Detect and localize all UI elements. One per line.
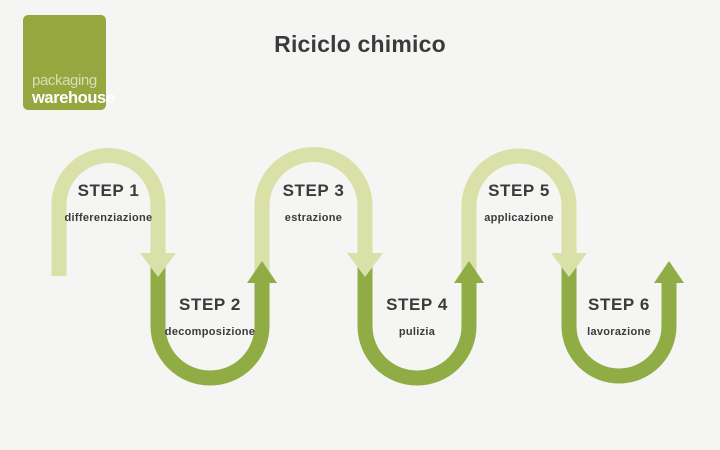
step-4-label: STEP 4 pulizia <box>386 295 448 338</box>
step-1-sublabel: differenziazione <box>64 212 153 224</box>
step-2-sublabel: decomposizione <box>164 326 256 338</box>
step-1-label: STEP 1 differenziazione <box>65 181 153 224</box>
logo: packaging warehouse <box>23 15 115 110</box>
step-6-title: STEP 6 <box>588 295 650 314</box>
step-5-down-arrow-icon <box>551 253 587 277</box>
step-4-segment <box>357 253 484 386</box>
step-5-label: STEP 5 applicazione <box>484 181 554 224</box>
step-2-up-arrow-icon <box>247 261 277 283</box>
step-6-segment <box>561 253 684 384</box>
step-4-curve <box>357 253 477 386</box>
step-3-label: STEP 3 estrazione <box>283 181 345 224</box>
step-6-curve <box>561 253 677 384</box>
step-1-title: STEP 1 <box>77 181 140 200</box>
step-3-down-arrow-icon <box>347 253 383 277</box>
step-1-curve <box>51 148 166 276</box>
logo-line-warehouse: warehouse <box>32 88 115 107</box>
step-4-up-arrow-icon <box>454 261 484 283</box>
step-4-sublabel: pulizia <box>398 326 436 338</box>
step-2-title: STEP 2 <box>179 295 241 314</box>
logo-line-packaging: packaging <box>32 71 97 89</box>
step-4-title: STEP 4 <box>386 295 448 314</box>
step-3-segment <box>254 147 383 277</box>
step-1-segment <box>51 148 176 277</box>
page-title: Riciclo chimico <box>274 31 446 57</box>
step-5-segment <box>461 148 587 277</box>
step-5-curve <box>461 148 577 272</box>
step-2-label: STEP 2 decomposizione <box>165 295 255 338</box>
logo-text: packaging warehouse <box>32 71 115 107</box>
step-6-label: STEP 6 lavorazione <box>587 295 651 338</box>
step-2-segment <box>150 253 277 386</box>
step-5-sublabel: applicazione <box>484 212 554 224</box>
step-1-down-arrow-icon <box>140 253 176 277</box>
step-5-title: STEP 5 <box>488 181 550 200</box>
step-3-curve <box>254 147 373 272</box>
step-3-sublabel: estrazione <box>284 212 343 224</box>
step-2-curve <box>150 253 270 386</box>
step-6-sublabel: lavorazione <box>587 326 651 338</box>
step-6-up-arrow-icon <box>654 261 684 283</box>
step-3-title: STEP 3 <box>282 181 345 200</box>
